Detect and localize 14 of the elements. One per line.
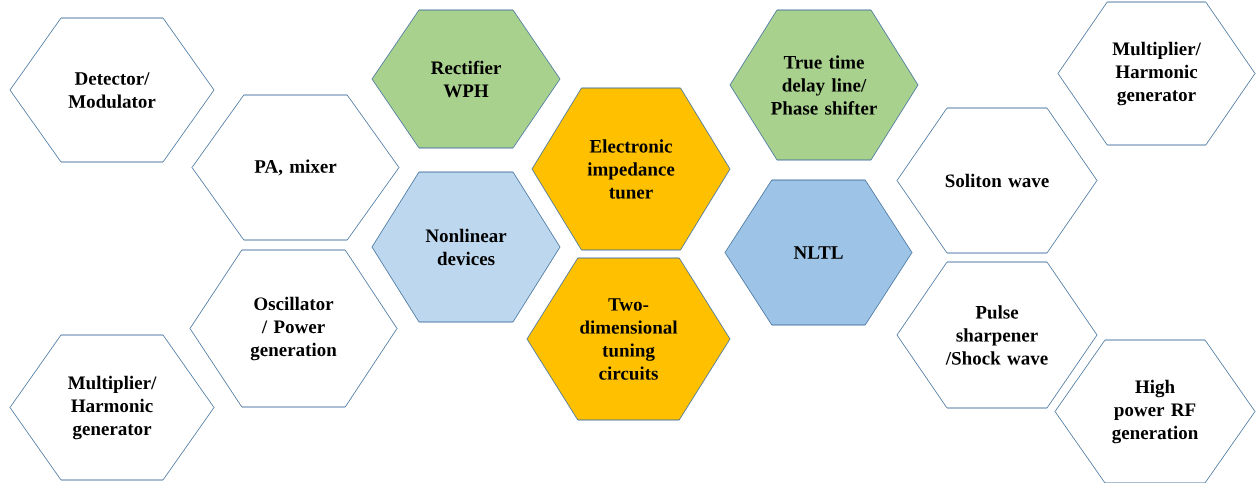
hexagon: Soliton wave: [896, 107, 1098, 254]
hexagon: Detector/ Modulator: [9, 17, 215, 163]
hexagon: NLTL: [724, 179, 913, 326]
hexagon: High power RF generation: [1054, 339, 1256, 483]
hexagon: Multiplier/ Harmonic generator: [9, 334, 215, 481]
hexagon: Multiplier/ Harmonic generator: [1057, 1, 1256, 146]
hexagon: Rectifier WPH: [371, 9, 561, 149]
hexagon: Electronic impedance tuner: [531, 87, 731, 251]
hexagon: Pulse sharpener /Shock wave: [896, 261, 1098, 409]
hexagon: Two-dimensional tuning circuits: [526, 257, 731, 421]
hexagon: PA, mixer: [191, 94, 400, 241]
hexagon: Oscillator / Power generation: [189, 249, 398, 408]
hexagon: Nonlinear devices: [371, 171, 561, 323]
hexagon: True time delay line/ Phase shifter: [729, 9, 919, 161]
